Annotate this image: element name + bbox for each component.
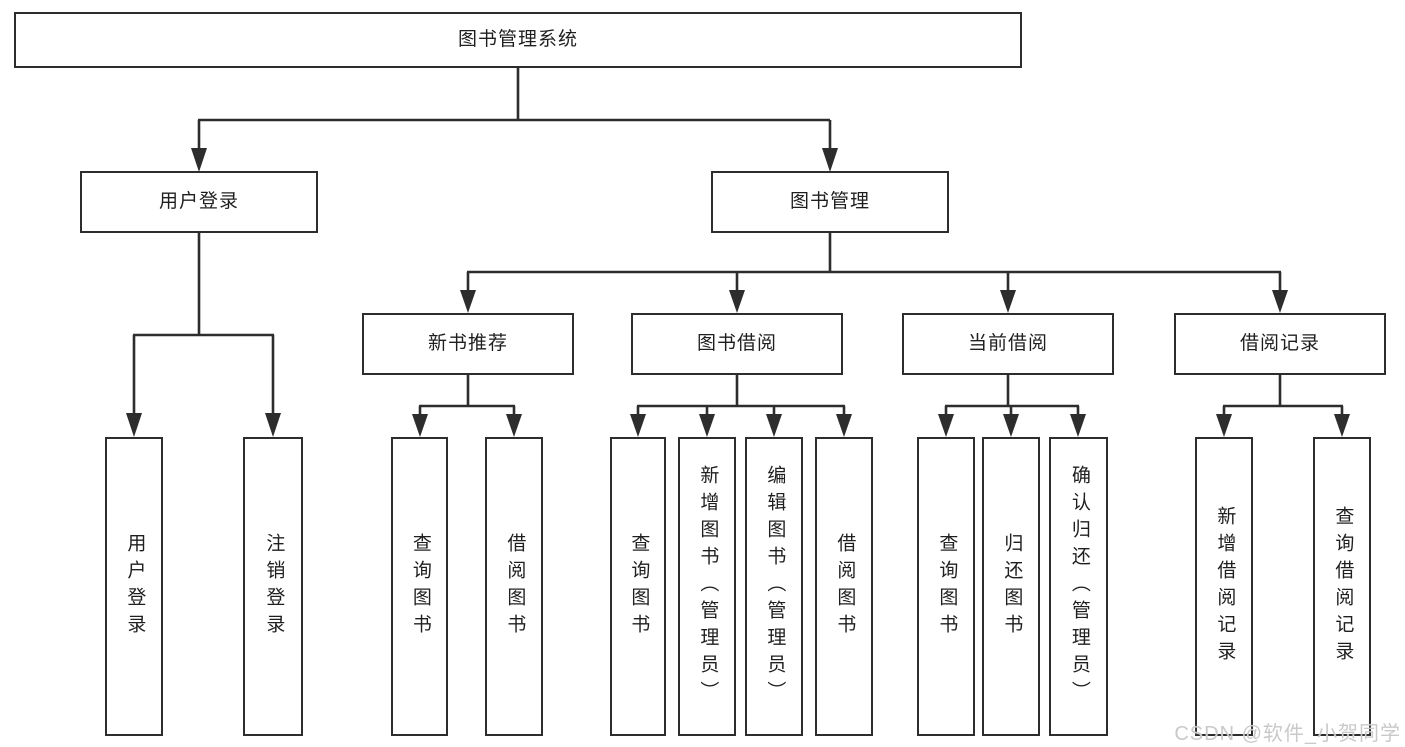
node-label: 新增图书（管理员）	[697, 465, 719, 708]
node-label: 图书管理	[789, 190, 870, 212]
node-label: 新书推荐	[427, 332, 508, 354]
node-user-login: 用户登录	[80, 171, 318, 233]
csdn-watermark: CSDN @软件_小贺同学	[1174, 723, 1401, 745]
node-label: 查询图书	[409, 532, 431, 641]
node-label: 当前借阅	[967, 332, 1048, 354]
node-label: 借阅图书	[834, 532, 856, 641]
node-bb-query-book: 查询图书	[610, 437, 666, 736]
node-cb-confirm-return-admin: 确认归还（管理员）	[1049, 437, 1108, 736]
node-bb-add-book-admin: 新增图书（管理员）	[678, 437, 736, 736]
node-label: 借阅记录	[1239, 332, 1320, 354]
node-bb-borrow-book: 借阅图书	[815, 437, 873, 736]
node-logout: 注销登录	[243, 437, 303, 736]
node-label: 新增借阅记录	[1214, 505, 1236, 668]
node-label: 借阅图书	[504, 532, 526, 641]
node-cb-query-book: 查询图书	[917, 437, 975, 736]
node-book-borrowing: 图书借阅	[631, 313, 843, 375]
node-label: 确认归还（管理员）	[1068, 465, 1090, 708]
node-library-system: 图书管理系统	[14, 12, 1022, 68]
node-label: 查询图书	[628, 532, 650, 641]
node-user-login-leaf: 用户登录	[105, 437, 163, 736]
node-bb-edit-book-admin: 编辑图书（管理员）	[745, 437, 803, 736]
node-nb-query-book: 查询图书	[391, 437, 448, 736]
node-label: 注销登录	[263, 532, 285, 641]
node-label: 查询借阅记录	[1332, 505, 1354, 668]
node-cb-return-book: 归还图书	[982, 437, 1040, 736]
node-borrowing-records: 借阅记录	[1174, 313, 1386, 375]
node-label: 图书借阅	[696, 332, 777, 354]
node-label: 用户登录	[158, 190, 239, 212]
node-label: 图书管理系统	[457, 28, 578, 50]
node-label: 归还图书	[1001, 532, 1023, 641]
node-br-query-record: 查询借阅记录	[1313, 437, 1371, 736]
node-nb-borrow-book: 借阅图书	[485, 437, 543, 736]
node-label: 用户登录	[124, 532, 146, 641]
node-book-management: 图书管理	[711, 171, 949, 233]
node-label: 查询图书	[936, 532, 958, 641]
node-current-borrowing: 当前借阅	[902, 313, 1114, 375]
node-new-book-recommend: 新书推荐	[362, 313, 574, 375]
node-br-add-record: 新增借阅记录	[1195, 437, 1253, 736]
node-label: 编辑图书（管理员）	[764, 465, 786, 708]
